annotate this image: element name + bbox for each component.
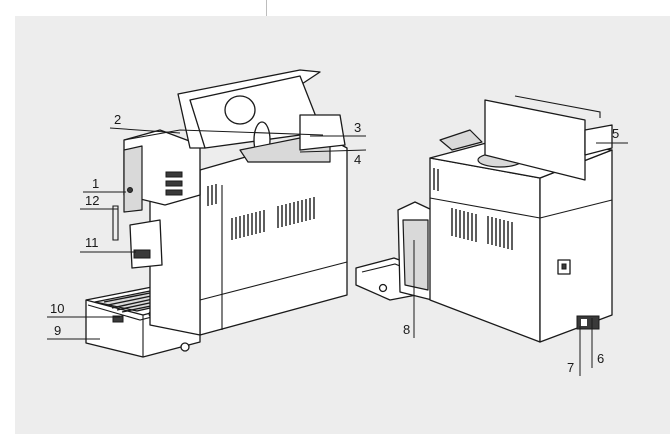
callout-4-leader: [299, 149, 367, 153]
callout-8: 8: [403, 240, 415, 338]
rear-top-hopper: [439, 95, 613, 181]
callout-9: 9: [47, 323, 100, 340]
callout-12-label: 12: [85, 193, 99, 208]
callout-2-leader: [109, 127, 181, 134]
callout-10-label: 10: [50, 301, 64, 316]
callout-6: 6: [591, 318, 604, 368]
callout-12: 12: [80, 193, 118, 210]
dispenser-column: [112, 129, 201, 269]
callout-4-label: 4: [354, 152, 361, 167]
front-callouts: 1 12 11 2 3: [47, 112, 367, 340]
callout-3: 3: [310, 120, 366, 137]
callout-9-label: 9: [54, 323, 61, 338]
callout-8-label: 8: [403, 322, 410, 337]
callout-2: 2: [109, 112, 181, 134]
callout-1-label: 1: [92, 176, 99, 191]
callout-3-label: 3: [354, 120, 361, 135]
callout-7-label: 7: [567, 360, 574, 375]
top-hopper: [123, 69, 346, 163]
callout-5-label: 5: [612, 126, 619, 141]
callout-2-label: 2: [114, 112, 121, 127]
water-tank: [397, 201, 433, 301]
callout-4: 4: [299, 149, 367, 167]
front-view-machine: [85, 69, 348, 358]
callout-10: 10: [47, 301, 120, 318]
tray-knob-icon: [180, 342, 190, 352]
front-body: [149, 134, 348, 336]
rear-body: [429, 137, 613, 343]
callout-11-label: 11: [85, 235, 99, 250]
top-divider-mark: [266, 0, 267, 16]
rear-view-machine: [355, 95, 613, 343]
callout-6-label: 6: [597, 351, 604, 366]
callout-7: 7: [567, 326, 581, 376]
callout-11: 11: [80, 235, 136, 253]
callout-5: 5: [596, 126, 628, 144]
callout-1: 1: [83, 176, 126, 193]
rear-callouts: 5 8 7 6: [403, 126, 628, 376]
